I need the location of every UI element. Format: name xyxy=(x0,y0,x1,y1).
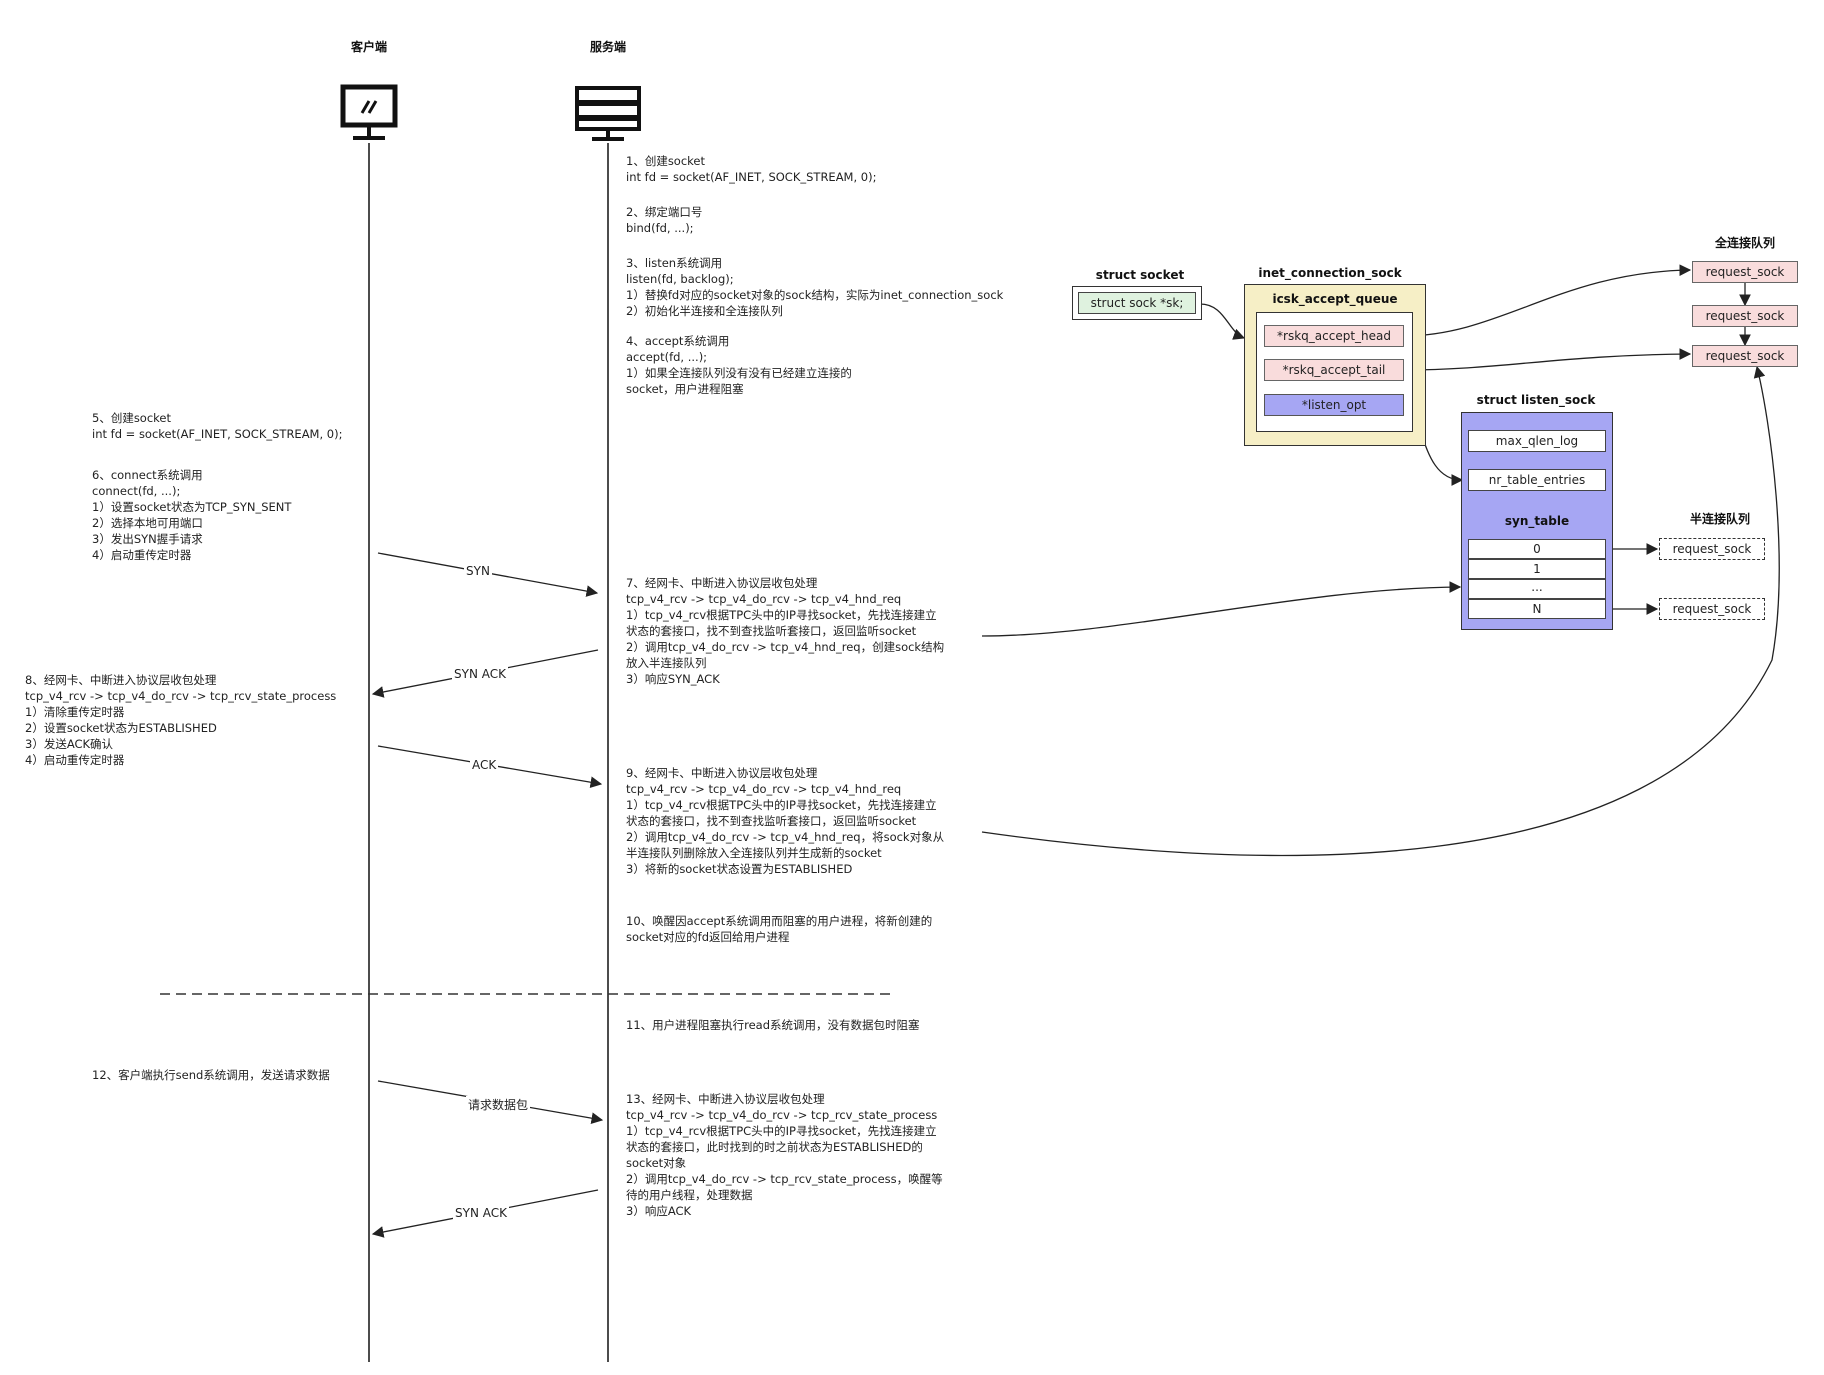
accept-request-sock-3: request_sock xyxy=(1692,345,1798,367)
accept-queue-label: 全连接队列 xyxy=(1714,236,1775,250)
syn-table-title: syn_table xyxy=(1504,514,1570,528)
server-step-2: 2、绑定端口号 bind(fd, ...); xyxy=(626,205,703,235)
accept-queue-title: icsk_accept_queue xyxy=(1272,292,1398,306)
syn-queue-label: 半连接队列 xyxy=(1689,512,1750,526)
struct-socket-title: struct socket xyxy=(1095,268,1185,282)
client-step-6: 6、connect系统调用 connect(fd, ...); 1）设置sock… xyxy=(92,468,292,562)
server-step-9: 9、经网卡、中断进入协议层收包处理 tcp_v4_rcv -> tcp_v4_d… xyxy=(626,766,945,876)
nr-table-entries: nr_table_entries xyxy=(1468,469,1606,491)
syn-request-sock-2: request_sock xyxy=(1659,598,1765,620)
client-step-8: 8、经网卡、中断进入协议层收包处理 tcp_v4_rcv -> tcp_v4_d… xyxy=(25,673,337,767)
link-accept-head xyxy=(1403,264,1692,337)
inet-conn-title: inet_connection_sock xyxy=(1258,266,1402,280)
link-step7-to-syn-table xyxy=(981,581,1462,637)
client-label: 客户端 xyxy=(350,40,387,54)
link-step9-to-accept-queue xyxy=(981,365,1780,857)
server-step-1: 1、创建socket int fd = socket(AF_INET, SOCK… xyxy=(626,154,877,184)
server-step-4: 4、accept系统调用 accept(fd, ...); 1）如果全连接队列没… xyxy=(626,334,852,396)
msg-syn-ack-2: SYN ACK xyxy=(453,1206,509,1220)
syn-request-sock-1: request_sock xyxy=(1659,538,1765,560)
listen-sock-title: struct listen_sock xyxy=(1476,393,1596,407)
syn-table-row-ellipsis: ... xyxy=(1468,579,1606,599)
syn-table-row-0: 0 xyxy=(1468,539,1606,559)
server-label: 服务端 xyxy=(589,40,626,54)
client-step-5: 5、创建socket int fd = socket(AF_INET, SOCK… xyxy=(92,411,343,441)
server-step-11: 11、用户进程阻塞执行read系统调用，没有数据包时阻塞 xyxy=(626,1018,920,1032)
client-step-12: 12、客户端执行send系统调用，发送请求数据 xyxy=(92,1068,330,1082)
listen-opt: *listen_opt xyxy=(1264,394,1404,416)
server-icon xyxy=(575,86,641,141)
accept-request-sock-2: request_sock xyxy=(1692,305,1798,327)
struct-sock-field: struct sock *sk; xyxy=(1078,292,1196,314)
max-qlen-log: max_qlen_log xyxy=(1468,430,1606,452)
msg-data: 请求数据包 xyxy=(466,1096,531,1113)
syn-table-row-1: 1 xyxy=(1468,559,1606,579)
syn-table-row-n: N xyxy=(1468,599,1606,619)
server-step-10: 10、唤醒因accept系统调用而阻塞的用户进程，将新创建的 socket对应的… xyxy=(626,914,933,944)
link-accept-tail xyxy=(1403,348,1692,371)
rskq-accept-head: *rskq_accept_head xyxy=(1264,325,1404,347)
server-step-7: 7、经网卡、中断进入协议层收包处理 tcp_v4_rcv -> tcp_v4_d… xyxy=(626,576,945,686)
accept-request-sock-1: request_sock xyxy=(1692,261,1798,283)
server-step-13: 13、经网卡、中断进入协议层收包处理 tcp_v4_rcv -> tcp_v4_… xyxy=(626,1092,943,1218)
msg-syn: SYN xyxy=(464,564,492,578)
msg-syn-ack-1: SYN ACK xyxy=(452,667,508,681)
link-sock-to-queue xyxy=(1199,303,1246,340)
monitor-icon xyxy=(340,84,398,140)
msg-ack: ACK xyxy=(470,758,499,772)
rskq-accept-tail: *rskq_accept_tail xyxy=(1264,359,1404,381)
server-step-3: 3、listen系统调用 listen(fd, backlog); 1）替换fd… xyxy=(626,256,1004,318)
